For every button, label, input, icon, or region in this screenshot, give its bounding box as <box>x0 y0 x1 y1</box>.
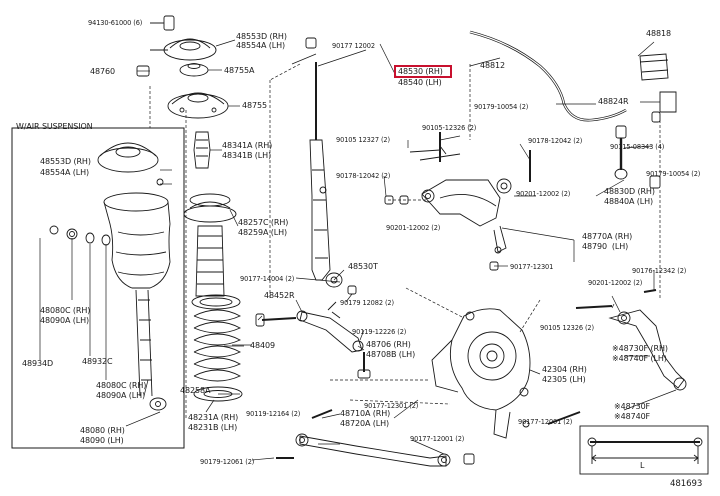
label-90105-12327: 90105 12327 (2) <box>336 136 390 144</box>
label-48341a: 48341A (RH) <box>222 141 273 150</box>
label-48080c-2: 48080C (RH) <box>96 381 147 390</box>
label-48730f: ※48730F <box>614 402 651 411</box>
label-90105-12326b: 90105 12326 (2) <box>540 324 594 332</box>
label-90176-12342: 90176-12342 (2) <box>632 267 687 275</box>
label-90179-12082: 90179 12082 (2) <box>340 299 394 307</box>
label-90179-10054: 90179-10054 (2) <box>474 103 529 111</box>
label-48932c: 48932C <box>82 357 113 366</box>
label-90201-12002c: 90201-12002 (2) <box>588 279 643 287</box>
label-48840a: 48840A (LH) <box>604 197 654 206</box>
label-48812: 48812 <box>480 61 505 70</box>
highlight-box <box>394 65 452 78</box>
label-90115-08343: 90115-08343 (4) <box>610 143 665 151</box>
label-48259a: 48259A (LH) <box>238 228 288 237</box>
label-48706: 48706 (RH) <box>366 340 411 349</box>
label-48730f-rh: ※48730F (RH) <box>612 344 668 353</box>
label-48090a: 48090A (LH) <box>40 316 90 325</box>
air-suspension-frame <box>11 127 185 449</box>
label-48452r: 48452R <box>264 291 295 300</box>
label-90201-12002b: 90201-12002 (2) <box>386 224 441 232</box>
label-48530-rh: 48530 (RH) <box>398 67 443 76</box>
spring-group <box>183 131 243 402</box>
label-48554a-air: 48554A (LH) <box>40 168 90 177</box>
label-90177-12001b: 90177-12001 (2) <box>410 435 465 443</box>
air-suspension-title: W/AIR SUSPENSION <box>16 122 93 131</box>
label-48553d-air: 48553D (RH) <box>40 157 91 166</box>
upper-support-group <box>136 15 229 119</box>
label-48934d: 48934D <box>22 359 54 368</box>
label-90177-12301: 90177-12301 <box>510 263 554 271</box>
label-48341b: 48341B (LH) <box>222 151 272 160</box>
label-48257c: 48257C (RH) <box>238 218 289 227</box>
label-90179-12061: 90179-12061 (2) <box>200 458 255 466</box>
leader-lines <box>39 22 677 461</box>
label-90105-12326: 90105-12326 (2) <box>422 124 477 132</box>
label-48258a: 48258A <box>180 386 211 395</box>
label-94130: 94130-61000 (6) <box>88 19 143 27</box>
label-90177-12301b: 90177-12301 (2) <box>364 402 419 410</box>
label-48231a: 48231A (RH) <box>188 413 239 422</box>
label-90177-12001: 90177-12001 (2) <box>518 418 573 426</box>
label-90201-12002a: 90201-12002 (2) <box>516 190 571 198</box>
air-strut-group <box>49 142 171 411</box>
label-90178-12042b: 90178-12042 (2) <box>336 172 391 180</box>
label-48409: 48409 <box>250 341 275 350</box>
label-48540-lh: 48540 (LH) <box>398 78 442 87</box>
label-48830d: 48830D (RH) <box>604 187 655 196</box>
inset-link <box>579 425 709 475</box>
knuckle-group <box>431 308 531 439</box>
upper-arm-group <box>384 132 531 271</box>
label-48090a-2: 48090A (LH) <box>96 391 146 400</box>
label-90177-12002: 90177 12002 <box>332 42 375 50</box>
label-90179-10054b: 90179-10054 (2) <box>646 170 701 178</box>
label-48755: 48755 <box>242 101 267 110</box>
label-90177-14004: 90177-14004 (2) <box>240 275 295 283</box>
label-48530t: 48530T <box>348 262 378 271</box>
label-inset-l: L <box>640 461 645 470</box>
label-48720a: 48720A (LH) <box>340 419 390 428</box>
lower-links-group <box>255 289 687 467</box>
label-42305: 42305 (LH) <box>542 375 586 384</box>
label-90178-12042: 90178-12042 (2) <box>528 137 583 145</box>
label-48818: 48818 <box>646 29 671 38</box>
label-48790: 48790 (LH) <box>582 242 629 251</box>
label-90119-12226: 90119-12226 (2) <box>352 328 407 336</box>
label-48090: 48090 (LH) <box>80 436 124 445</box>
label-48231b: 48231B (LH) <box>188 423 238 432</box>
label-48770a: 48770A (RH) <box>582 232 633 241</box>
label-48755a: 48755A <box>224 66 255 75</box>
shock-absorber-group <box>305 37 357 319</box>
label-48740f: ※48740F <box>614 412 651 421</box>
label-48080c: 48080C (RH) <box>40 306 91 315</box>
diagram-number: 481693 <box>670 479 703 489</box>
label-48710a: 48710A (RH) <box>340 409 391 418</box>
label-48708b: 48708B (LH) <box>366 350 416 359</box>
label-48554a: 48554A (LH) <box>236 41 286 50</box>
label-48760: 48760 <box>90 67 115 76</box>
dashed-guides <box>149 63 661 420</box>
label-48553d: 48553D (RH) <box>236 32 287 41</box>
label-42304: 42304 (RH) <box>542 365 587 374</box>
label-90119-12164: 90119-12164 (2) <box>246 410 301 418</box>
label-48080: 48080 (RH) <box>80 426 125 435</box>
label-48740f-lh: ※48740F (LH) <box>612 354 667 363</box>
label-48824r: 48824R <box>598 97 629 106</box>
